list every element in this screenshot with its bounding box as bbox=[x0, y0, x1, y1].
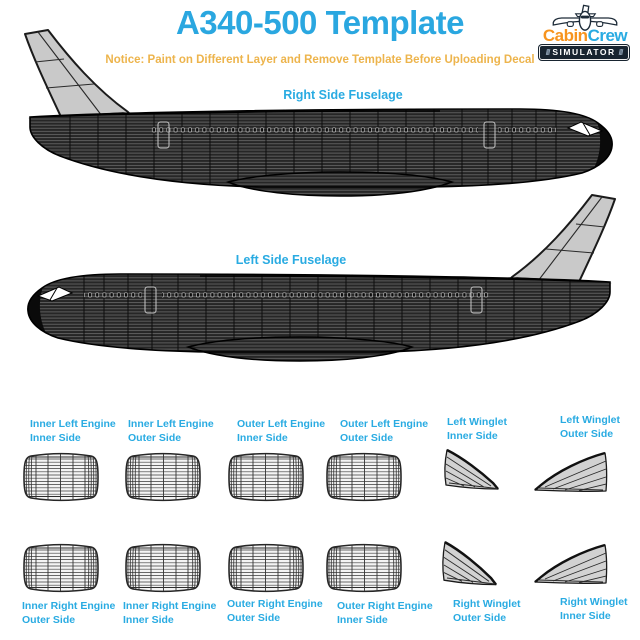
logo-word-cabin: Cabin bbox=[542, 26, 588, 45]
cabincrew-simulator-logo: CabinCrew /// SIMULATOR /// bbox=[535, 2, 635, 62]
banner-slashes-right: /// bbox=[618, 48, 624, 57]
winglet-template bbox=[441, 540, 497, 586]
logo-word-crew: Crew bbox=[587, 26, 628, 45]
engine-template bbox=[22, 543, 100, 593]
winglet-template bbox=[533, 543, 608, 585]
logo-banner-text: SIMULATOR bbox=[552, 47, 616, 57]
engine-template bbox=[124, 452, 202, 502]
winglet-template bbox=[533, 451, 608, 493]
right-fuselage-label: Right Side Fuselage bbox=[283, 88, 403, 102]
right-fuselage-template bbox=[0, 25, 640, 200]
airplane-icon bbox=[552, 4, 618, 31]
engine-template bbox=[124, 543, 202, 593]
engine-template bbox=[325, 543, 403, 593]
engine-template bbox=[22, 452, 100, 502]
logo-wordmark: CabinCrew bbox=[535, 26, 635, 46]
left-fuselage-template bbox=[0, 190, 640, 365]
page-title: A340-500 Template bbox=[175, 4, 465, 41]
left-fuselage-label: Left Side Fuselage bbox=[235, 253, 347, 267]
engine-template bbox=[227, 543, 305, 593]
engine-template bbox=[227, 452, 305, 502]
engine-template bbox=[325, 452, 403, 502]
banner-slashes-left: /// bbox=[545, 48, 551, 57]
notice-text: Notice: Paint on Different Layer and Rem… bbox=[105, 54, 535, 66]
logo-banner: /// SIMULATOR /// bbox=[539, 45, 629, 60]
winglet-template bbox=[443, 448, 499, 491]
